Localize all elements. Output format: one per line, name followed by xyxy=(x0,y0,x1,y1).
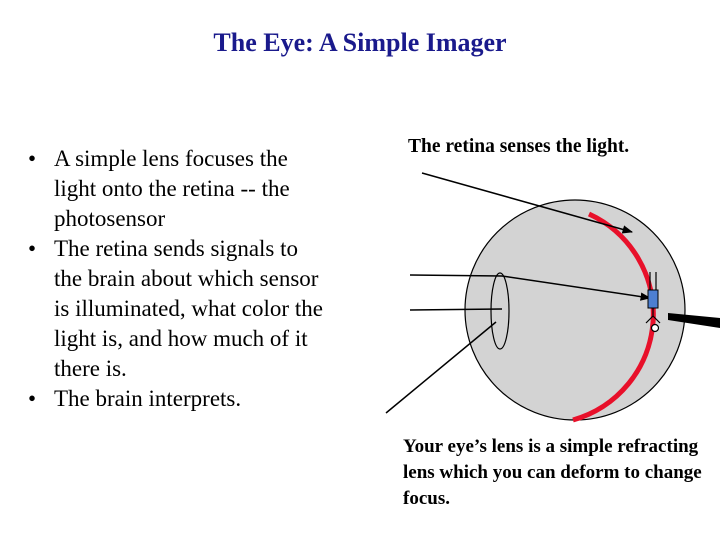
light-ray xyxy=(410,275,502,276)
retina-caption: The retina senses the light. xyxy=(408,136,629,158)
lens xyxy=(491,273,509,349)
light-ray xyxy=(410,309,502,310)
light-ray xyxy=(386,322,496,413)
sensor-cell xyxy=(648,290,658,308)
sensor-terminal xyxy=(652,325,659,332)
lens-caption: Your eye’s lens is a simple refracting l… xyxy=(403,434,715,512)
